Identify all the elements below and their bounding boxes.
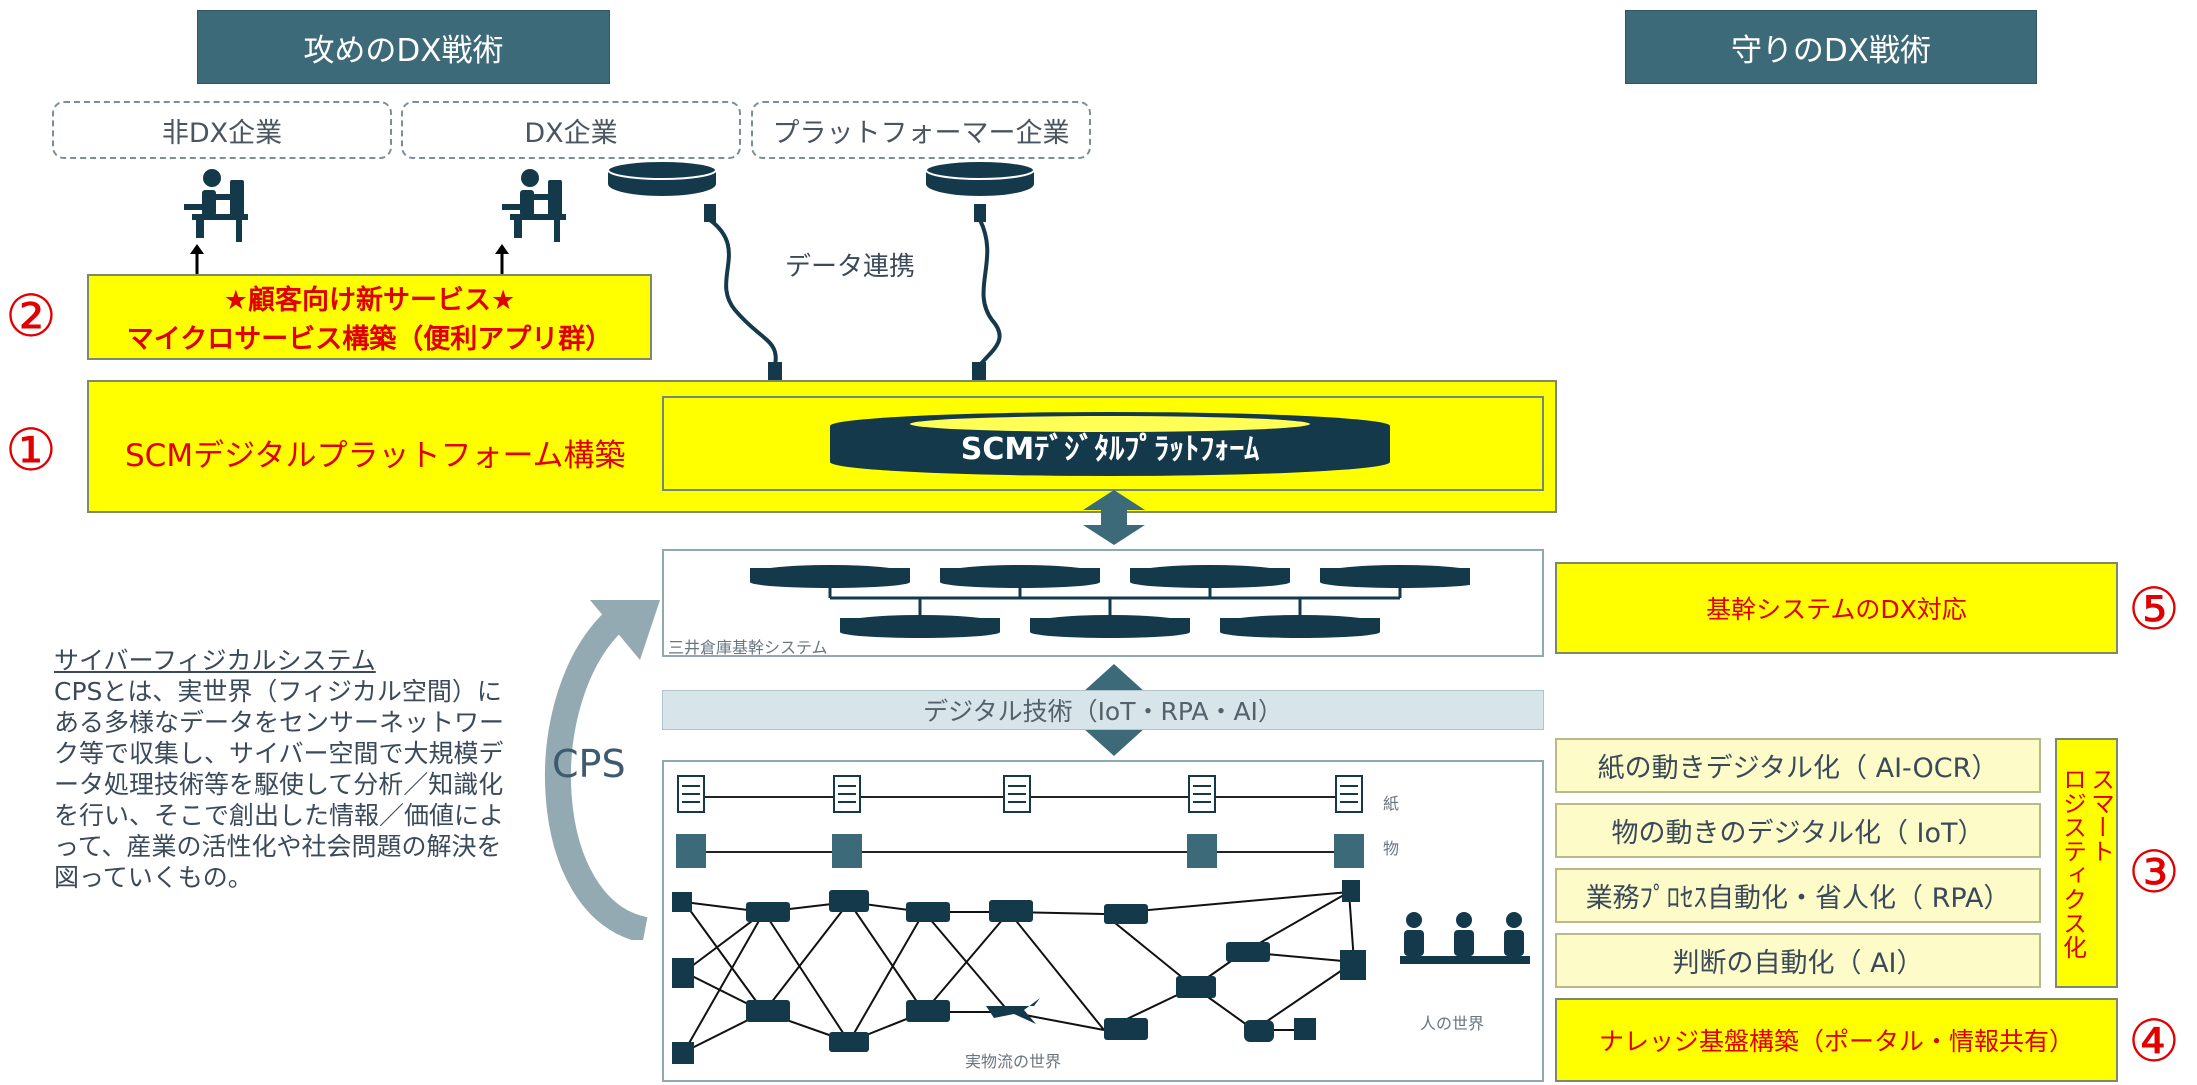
core-dx-label: 基幹システムのDX対応 <box>1706 595 1967 624</box>
logistics-world-label: 実物流の世界 <box>965 1052 1062 1071</box>
core-system-label: 三井倉庫基幹システム <box>668 638 828 657</box>
marker-1: ① <box>5 416 57 484</box>
goods-label: 物 <box>1383 839 1400 858</box>
plug-icon-1 <box>704 204 716 222</box>
paper-digitization-box: 紙の動きデジタル化（ AI-OCR） <box>1555 738 2041 793</box>
marker-2: ② <box>5 282 57 350</box>
category-dx: DX企業 <box>401 101 741 159</box>
cable-icon-2 <box>978 219 1002 367</box>
worker-icons <box>184 169 566 282</box>
marker-3: ③ <box>2128 838 2180 906</box>
marker-4: ④ <box>2128 1007 2180 1075</box>
scm-platform-disk <box>830 412 1390 476</box>
worker-icon-2 <box>502 169 566 242</box>
database-icon-1 <box>607 160 717 196</box>
knowledge-base-label: ナレッジ基盤構築（ポータル・情報共有） <box>1598 1027 2074 1056</box>
scm-platform-inner <box>662 396 1544 491</box>
new-service-box: ★顧客向け新サービス★ マイクロサービス構築（便利アプリ群） <box>87 274 652 360</box>
plug-icon-3 <box>974 204 986 222</box>
smart-logistics-box <box>2055 738 2118 988</box>
new-service-subtitle: マイクロサービス構築（便利アプリ群） <box>126 324 613 355</box>
scm-platform-title: SCMデジタルプラットフォーム構築 <box>125 438 626 474</box>
paper-label: 紙 <box>1383 794 1400 813</box>
plug-icon-4 <box>972 362 986 382</box>
data-link-label: データ連携 <box>785 252 916 282</box>
core-system-disks <box>750 565 1470 638</box>
new-service-title: ★顧客向け新サービス★ <box>223 285 516 316</box>
category-platformer: プラットフォーマー企業 <box>751 101 1091 159</box>
database-icon-2 <box>925 160 1035 196</box>
defense-header: 守りのDX戦術 <box>1625 10 2037 84</box>
marker-5: ⑤ <box>2128 575 2180 643</box>
cable-icon-1 <box>708 218 778 366</box>
worker-icon-1 <box>184 169 248 242</box>
category-non-dx: 非DX企業 <box>52 101 392 159</box>
smart-logistics-label: スマート ロジスティクス化 <box>2058 767 2115 959</box>
digital-tech-bar: デジタル技術（IoT・RPA・AI） <box>662 690 1544 730</box>
scm-platform-label: SCMﾃﾞｼﾞﾀﾙﾌﾟﾗｯﾄﾌｫｰﾑ <box>960 432 1260 467</box>
offense-header: 攻めのDX戦術 <box>197 10 610 84</box>
human-world-label: 人の世界 <box>1420 1014 1485 1033</box>
goods-digitization-box: 物の動きのデジタル化（ IoT） <box>1555 803 2041 858</box>
cps-description: CPSとは、実世界（フィジカル空間）にある多様なデータをセンサーネットワーク等で… <box>54 677 505 892</box>
cps-heading: サイバーフィジカルシステム <box>54 646 376 675</box>
physical-world-diagram <box>672 775 1530 1064</box>
core-dx-box: 基幹システムのDX対応 <box>1555 562 2118 654</box>
cps-label: CPS <box>552 742 626 786</box>
plug-icon-2 <box>768 362 782 382</box>
cps-cycle-arrow-icon <box>545 600 660 940</box>
bidirectional-arrow-icon-1 <box>1083 490 1145 545</box>
bidirectional-arrow-icon-3 <box>1083 728 1145 756</box>
bidirectional-arrow-icon-2 <box>1083 664 1145 692</box>
decision-automation-box: 判断の自動化（ AI） <box>1555 933 2041 988</box>
knowledge-base-box: ナレッジ基盤構築（ポータル・情報共有） <box>1555 998 2118 1082</box>
platformer-connections <box>607 160 1035 382</box>
process-automation-box: 業務ﾌﾟﾛｾｽ自動化・省人化（ RPA） <box>1555 868 2041 923</box>
